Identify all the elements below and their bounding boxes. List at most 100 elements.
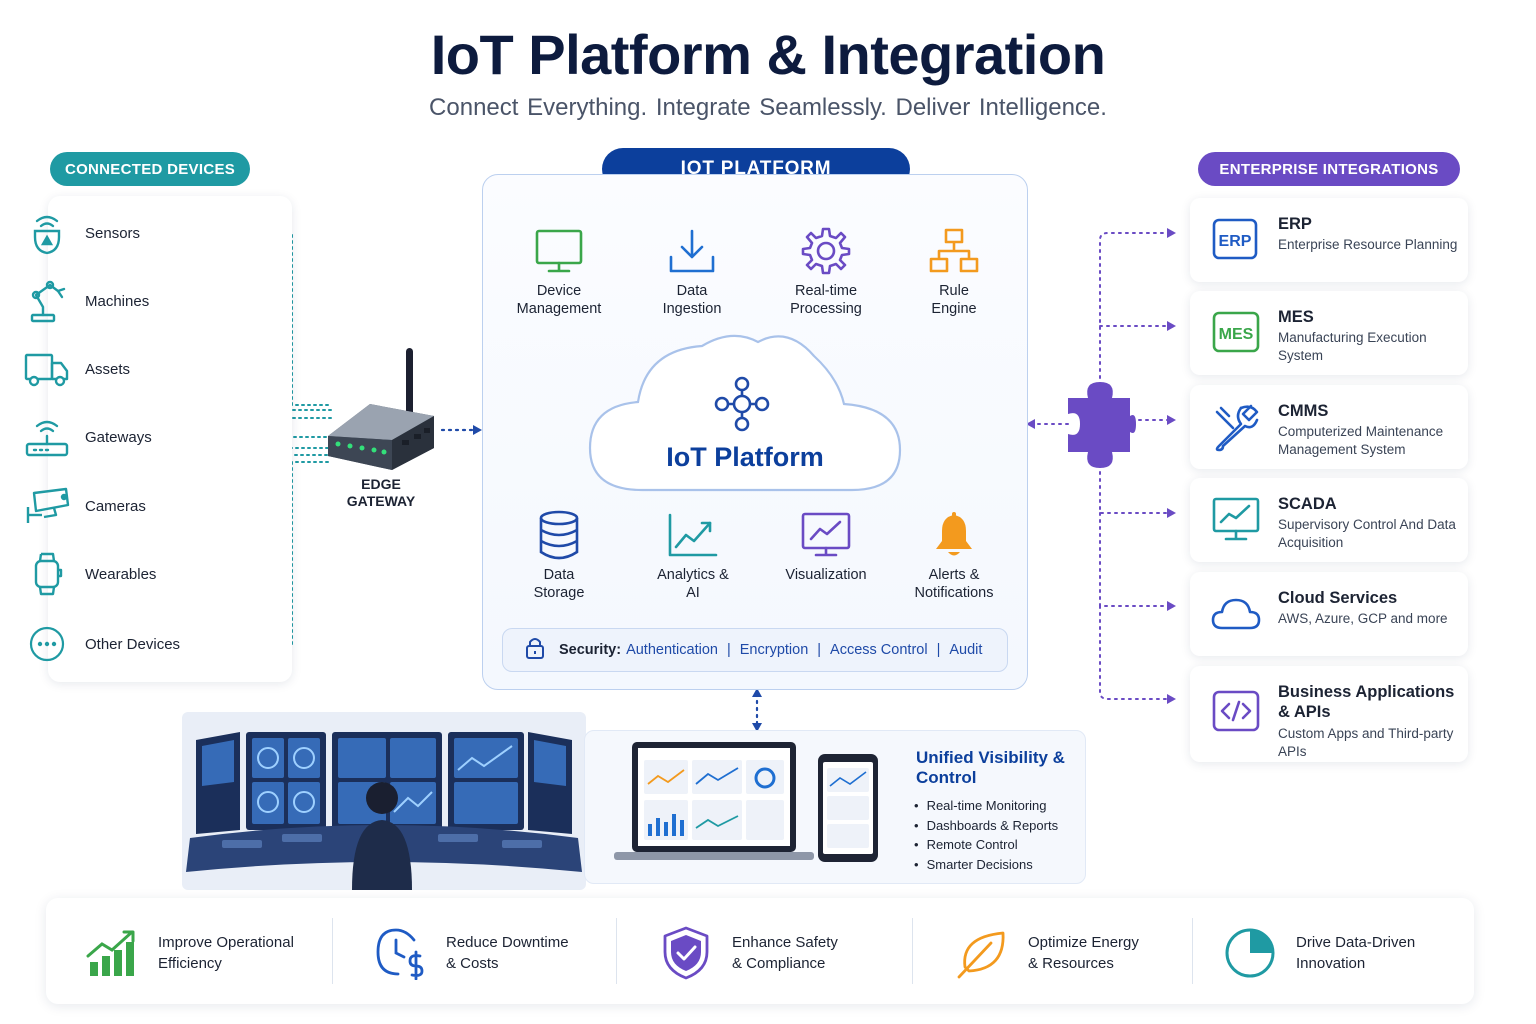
device-label: Other Devices	[85, 635, 181, 653]
hierarchy-icon	[889, 222, 1019, 280]
visibility-item: Remote Control	[914, 835, 1058, 855]
benefit-label: Reduce Downtime& Costs	[446, 934, 569, 972]
divider	[332, 918, 333, 984]
integration-card-mes: MES MES Manufacturing Execution System	[1190, 291, 1468, 375]
visibility-item: Dashboards & Reports	[914, 816, 1059, 836]
integration-desc: Custom Apps and Third-party APIs	[1278, 726, 1454, 759]
integration-name: ERP	[1278, 215, 1312, 233]
device-label: Assets	[85, 360, 131, 378]
device-assets: Assets	[0, 343, 240, 395]
page-title: IoT Platform & Integration	[430, 23, 1106, 86]
integration-card-cloud-services: Cloud Services AWS, Azure, GCP and more	[1190, 572, 1468, 656]
puzzle-piece-icon	[1068, 382, 1136, 468]
wrench-icon	[1210, 401, 1262, 453]
mes-icon-text: MES	[1219, 326, 1254, 343]
visibility-item: Real-time Monitoring	[914, 796, 1058, 816]
integration-desc: Enterprise Resource Planning	[1278, 237, 1458, 252]
device-gateways: Gateways	[0, 411, 240, 463]
divider	[912, 918, 913, 984]
code-icon	[1210, 686, 1262, 738]
security-title: Security:	[559, 642, 622, 658]
download-icon	[627, 222, 757, 280]
device-label: Gateways	[85, 428, 152, 446]
cloud-icon	[1210, 588, 1262, 640]
camera-icon	[22, 481, 72, 531]
device-label: Sensors	[85, 224, 141, 242]
clock-dollar-icon	[370, 923, 430, 983]
enterprise-integrations-header: ENTERPRISE INTEGRATIONS	[1198, 152, 1460, 186]
leaf-icon	[952, 923, 1012, 983]
edge-gateway-label-line1: EDGE	[361, 476, 401, 492]
device-label: Wearables	[85, 565, 157, 583]
trend-chart-icon	[628, 506, 758, 564]
security-item-audit: Audit	[949, 642, 983, 658]
laptop-phone-dashboard-illustration	[614, 742, 878, 862]
security-item-authentication: Authentication	[626, 642, 718, 658]
robot-arm-icon	[22, 276, 72, 326]
sensor-icon	[22, 208, 72, 258]
edge-gateway-label-line2: GATEWAY	[346, 493, 416, 509]
pie-chart-icon	[1220, 923, 1280, 983]
erp-icon: ERP	[1210, 214, 1262, 266]
truck-icon	[22, 344, 72, 394]
integration-name: Cloud Services	[1278, 589, 1398, 607]
capability-label: Analytics &AI	[657, 567, 729, 601]
capability-label: Alerts &Notifications	[914, 567, 994, 601]
device-cameras: Cameras	[0, 480, 240, 532]
benefits-bar	[46, 898, 1474, 1004]
integration-card-erp: ERP ERP Enterprise Resource Planning	[1190, 198, 1468, 282]
integration-name: Business Applications & APIs	[1278, 683, 1455, 721]
capability-label: Visualization	[785, 567, 867, 583]
edge-gateway-router-icon	[328, 348, 434, 470]
mes-icon: MES	[1210, 307, 1262, 359]
page-subtitle: Connect Everything. Integrate Seamlessly…	[429, 94, 1107, 121]
integration-card-business-apps: Business Applications & APIs Custom Apps…	[1190, 666, 1468, 762]
device-sensors: Sensors	[0, 207, 240, 259]
shield-check-icon	[656, 923, 716, 983]
router-icon	[22, 412, 72, 462]
benefit-safety: Enhance Safety& Compliance	[656, 918, 892, 988]
edge-gateway-label: EDGE GATEWAY	[330, 476, 432, 510]
monitor-chart-icon	[761, 506, 891, 564]
integration-name: CMMS	[1278, 402, 1329, 420]
visibility-title: Unified Visibility & Control	[916, 748, 1065, 787]
device-machines: Machines	[0, 275, 240, 327]
benefit-label: Enhance Safety& Compliance	[732, 934, 838, 972]
integration-name: SCADA	[1278, 495, 1337, 513]
integration-card-cmms: CMMS Computerized Maintenance Management…	[1190, 385, 1468, 469]
erp-icon-text: ERP	[1219, 233, 1252, 250]
capability-analytics-ai: Analytics &AI	[628, 506, 758, 602]
integration-desc: Supervisory Control And Data Acquisition	[1278, 517, 1456, 550]
benefit-label: Optimize Energy& Resources	[1028, 934, 1139, 972]
visibility-item: Smarter Decisions	[914, 855, 1058, 875]
control-room-illustration	[182, 712, 586, 890]
device-wearables: Wearables	[0, 548, 240, 600]
device-other: Other Devices	[0, 618, 240, 670]
database-icon	[494, 506, 624, 564]
device-label: Cameras	[85, 497, 146, 515]
integration-desc: Computerized Maintenance Management Syst…	[1278, 424, 1444, 457]
security-bar: Security: Authentication | Encryption | …	[502, 628, 1008, 672]
integration-card-scada: SCADA Supervisory Control And Data Acqui…	[1190, 478, 1468, 562]
capability-visualization: Visualization	[761, 506, 891, 584]
benefit-reduce-downtime: Reduce Downtime& Costs	[370, 918, 606, 988]
security-item-access-control: Access Control	[830, 642, 928, 658]
device-label: Machines	[85, 292, 150, 310]
cloud-platform-label: IoT Platform	[666, 442, 824, 472]
integration-name: MES	[1278, 308, 1314, 326]
divider	[1192, 918, 1193, 984]
monitor-trend-icon	[1210, 494, 1262, 546]
divider	[616, 918, 617, 984]
connected-devices-header: CONNECTED DEVICES	[50, 152, 250, 186]
cloud-icon	[588, 334, 902, 492]
integration-desc: AWS, Azure, GCP and more	[1278, 611, 1448, 626]
